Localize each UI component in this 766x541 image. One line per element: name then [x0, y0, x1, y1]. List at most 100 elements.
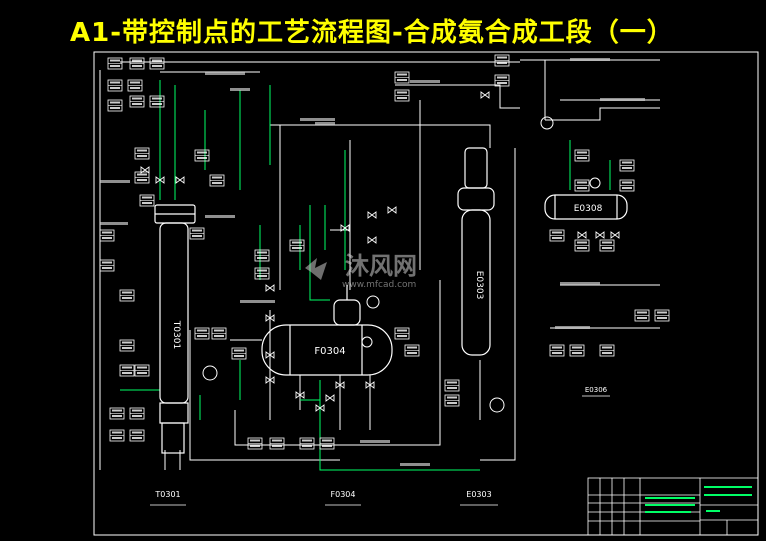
watermark-url: www.mfcad.com: [342, 280, 416, 290]
valve-icon: [340, 224, 350, 232]
line-number-tag: [300, 118, 335, 121]
instrument-box: [149, 95, 165, 108]
line-number-tag: [560, 282, 600, 285]
instrument-box: [444, 394, 460, 407]
instrument-box: [247, 437, 263, 450]
e0308-tag: E0308: [574, 204, 603, 214]
instrument-box: [574, 179, 590, 192]
instrument-box: [289, 239, 305, 252]
instrument-box: [129, 429, 145, 442]
tower-t0301: [154, 204, 196, 454]
instrument-box: [654, 309, 670, 322]
instrument-box: [394, 89, 410, 102]
valve-icon: [315, 404, 325, 412]
instrument-box: [129, 57, 145, 70]
drawing-frame: [93, 51, 759, 536]
e0306-tag: E0306: [585, 386, 608, 394]
valve-icon: [577, 231, 587, 239]
instrument-box: [194, 327, 210, 340]
instrument-box: [569, 344, 585, 357]
valve-icon: [367, 236, 377, 244]
instrument-box: [394, 327, 410, 340]
line-number-tag: [555, 326, 590, 329]
instrument-box: [134, 171, 150, 184]
page-title: A1-带控制点的工艺流程图-合成氨合成工段（一）: [70, 18, 674, 48]
line-number-tag: [230, 88, 250, 91]
instrument-box: [549, 229, 565, 242]
valve-icon: [325, 394, 335, 402]
valve-icon: [295, 391, 305, 399]
instrument-box: [231, 347, 247, 360]
exchanger-e0308: [544, 194, 628, 220]
instrument-box: [134, 364, 150, 377]
instrument-box: [134, 147, 150, 160]
line-number-tag: [600, 98, 645, 101]
bottom-label-e0303: E0303: [466, 490, 491, 499]
instrument-box: [319, 437, 335, 450]
instrument-box: [254, 267, 270, 280]
line-number-tag: [570, 58, 610, 61]
valve-icon: [265, 314, 275, 322]
line-number-tag: [205, 72, 245, 75]
instrument-box: [444, 379, 460, 392]
valve-icon: [365, 381, 375, 389]
instrument-box: [107, 57, 123, 70]
instrument-box: [119, 364, 135, 377]
instrument-box: [189, 227, 205, 240]
instrument-box: [99, 259, 115, 272]
instrument-box: [139, 194, 155, 207]
vessel-f0304: [261, 285, 393, 376]
pumps: [202, 116, 601, 413]
line-number-tag: [205, 215, 235, 218]
instrument-box: [107, 79, 123, 92]
instrument-box: [574, 239, 590, 252]
exchanger-e0303: [457, 147, 495, 356]
e0303-tag: E0303: [474, 271, 484, 300]
bottom-label-f0304: F0304: [331, 490, 356, 499]
line-number-tag: [400, 463, 430, 466]
instrument-box: [494, 74, 510, 87]
valve-icon: [265, 351, 275, 359]
instrument-box: [599, 344, 615, 357]
signal-lines: [120, 80, 611, 471]
watermark-name: 沐风网: [345, 252, 417, 280]
instrument-box: [119, 289, 135, 302]
instrument-box: [634, 309, 650, 322]
valve-icon: [367, 211, 377, 219]
line-number-tag: [360, 440, 390, 443]
instrument-box: [107, 99, 123, 112]
instrument-box: [129, 95, 145, 108]
valve-icon: [595, 231, 605, 239]
title-block: [587, 477, 759, 536]
valve-icon: [335, 381, 345, 389]
instrument-box: [619, 159, 635, 172]
instrument-box: [194, 149, 210, 162]
valves: [140, 91, 620, 412]
instrument-box: [619, 179, 635, 192]
instrument-box: [269, 437, 285, 450]
line-number-tag: [100, 222, 128, 225]
bottom-equipment-labels: T0301 F0304 E0303: [150, 490, 498, 506]
instrument-box: [211, 327, 227, 340]
instrument-box: [574, 149, 590, 162]
valve-icon: [155, 176, 165, 184]
bottom-label-t0301: T0301: [154, 490, 180, 499]
instrument-box: [404, 344, 420, 357]
line-number-tag: [100, 180, 130, 183]
watermark: 沐风网 www.mfcad.com: [305, 252, 417, 290]
instrument-box: [209, 174, 225, 187]
instrument-box: [127, 79, 143, 92]
line-number-tags: [100, 58, 645, 466]
line-number-tag: [410, 80, 440, 83]
instrument-box: [109, 429, 125, 442]
instrument-box: [149, 57, 165, 70]
valve-icon: [610, 231, 620, 239]
instrument-box: [299, 437, 315, 450]
t0301-tag: T0301: [171, 320, 181, 349]
instrument-box: [494, 54, 510, 67]
title-block-marks: [645, 486, 752, 513]
instrument-box: [99, 229, 115, 242]
valve-icon: [140, 166, 150, 174]
instrument-box: [549, 344, 565, 357]
